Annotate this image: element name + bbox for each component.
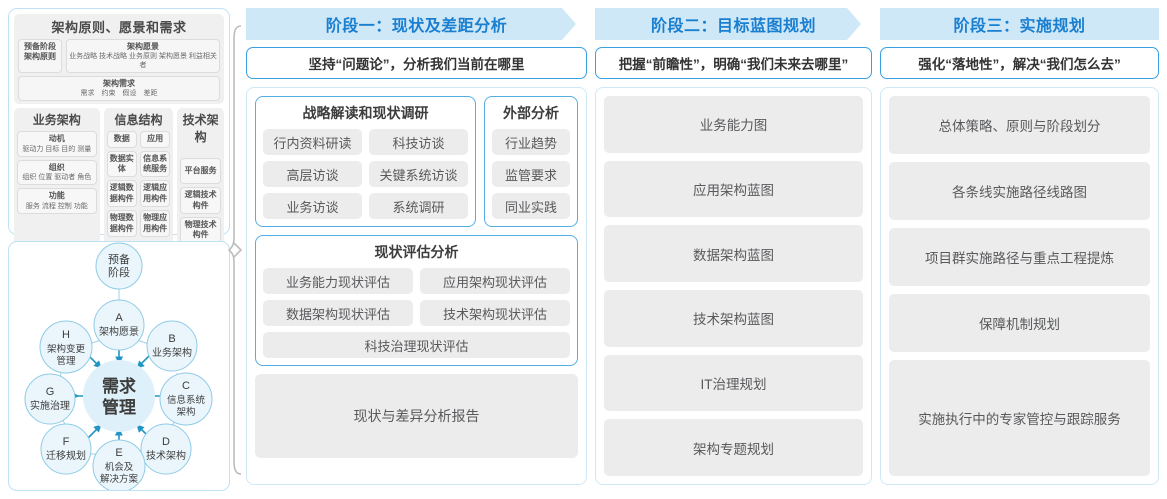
adm-cycle-card: 需求 管理 预备 阶段 A 架构愿景 B 业务架构 C 信息系统 架构 D 技术…	[8, 241, 230, 491]
svg-text:机会及: 机会及	[105, 461, 134, 473]
prep-phase-chip: 预备阶段 架构原则	[18, 39, 62, 74]
list-item[interactable]: 总体策略、原则与阶段划分	[889, 96, 1150, 154]
adm-center-line2: 管理	[102, 397, 136, 417]
svg-text:信息系统: 信息系统	[167, 394, 206, 406]
svg-text:预备: 预备	[108, 252, 130, 266]
adm-node-b	[146, 320, 198, 372]
phase-3: 阶段三：实施规划 强化“落地性”，解决“我们怎么去” 总体策略、原则与阶段划分 …	[880, 8, 1159, 491]
list-item[interactable]: 业务能力现状评估	[263, 268, 413, 294]
function-block: 功能 服务 流程 控制 功能	[17, 188, 97, 214]
left-panel: 架构原则、愿景和需求 预备阶段 架构原则 架构愿景 业务战略 技术战略 业务原则…	[8, 8, 230, 491]
list-item[interactable]: 行内资料研读	[263, 129, 362, 155]
phase-1-banner-label: 阶段一：现状及差距分析	[325, 18, 508, 35]
list-item[interactable]: 技术架构现状评估	[420, 300, 570, 326]
svg-text:架构变更: 架构变更	[47, 343, 86, 355]
technology-architecture-column: 技术架构 平台服务 逻辑技术构件 物理技术构件	[177, 108, 224, 247]
list-item[interactable]: 同业实践	[492, 193, 570, 219]
list-item[interactable]: 行业趋势	[492, 129, 570, 155]
list-item[interactable]: 监管要求	[492, 161, 570, 187]
list-item[interactable]: 系统调研	[369, 193, 468, 219]
adm-node-c	[159, 372, 213, 426]
motivation-block: 动机 驱动力 目标 目的 测量	[17, 131, 97, 157]
phase-2-banner: 阶段二：目标蓝图规划	[595, 8, 873, 40]
phase-1-banner: 阶段一：现状及差距分析	[246, 8, 588, 40]
organization-block: 组织 组织 位置 驱动者 角色	[17, 159, 97, 186]
list-item[interactable]: 高层访谈	[263, 161, 362, 187]
list-item[interactable]: 科技访谈	[369, 129, 468, 155]
adm-node-a	[93, 299, 145, 351]
phase-2-subtitle: 把握“前瞻性”，明确“我们未来去哪里”	[595, 47, 872, 79]
list-item[interactable]: 实施执行中的专家管控与跟踪服务	[889, 360, 1150, 476]
list-item[interactable]: 应用架构现状评估	[420, 268, 570, 294]
framework-header-title: 架构原则、愿景和需求	[51, 20, 187, 35]
svg-text:G: G	[46, 386, 55, 398]
svg-text:B: B	[168, 333, 175, 345]
phase-1-subtitle: 坚持“问题论”，分析我们当前在哪里	[246, 47, 587, 79]
phase-3-body: 总体策略、原则与阶段划分 各条线实施路径线路图 项目群实施路径与重点工程提炼 保…	[880, 87, 1159, 485]
phase-3-banner-label: 阶段三：实施规划	[953, 18, 1086, 35]
list-item[interactable]: 科技治理现状评估	[263, 332, 570, 358]
adm-node-prep	[95, 242, 143, 290]
group-strategy-research: 战略解读和现状调研 行内资料研读 科技访谈 高层访谈 关键系统访谈	[255, 96, 476, 227]
brace-connector	[227, 24, 246, 476]
list-item[interactable]: 项目群实施路径与重点工程提炼	[889, 228, 1150, 286]
group-external-analysis: 外部分析 行业趋势 监管要求 同业实践	[484, 96, 578, 227]
chevron-right-icon	[847, 8, 873, 40]
phase-columns: 阶段一：现状及差距分析 坚持“问题论”，分析我们当前在哪里 战略解读和现状调研 …	[246, 8, 1159, 491]
svg-text:架构愿景: 架构愿景	[99, 325, 139, 338]
svg-text:业务架构: 业务架构	[152, 346, 192, 359]
phase-2: 阶段二：目标蓝图规划 把握“前瞻性”，明确“我们未来去哪里” 业务能力图 应用架…	[595, 8, 873, 491]
phase-2-banner-label: 阶段二：目标蓝图规划	[650, 18, 816, 35]
phase-1: 阶段一：现状及差距分析 坚持“问题论”，分析我们当前在哪里 战略解读和现状调研 …	[246, 8, 588, 491]
list-item[interactable]: 各条线实施路径线路图	[889, 162, 1150, 220]
svg-text:架构: 架构	[176, 406, 195, 418]
svg-text:实施治理: 实施治理	[30, 399, 70, 412]
svg-text:D: D	[162, 436, 170, 448]
adm-center-circle	[83, 360, 155, 432]
list-item[interactable]: 数据架构现状评估	[263, 300, 413, 326]
phase-2-body: 业务能力图 应用架构蓝图 数据架构蓝图 技术架构蓝图 IT治理规划 架构专题规划	[595, 87, 872, 485]
list-item[interactable]: 架构专题规划	[604, 419, 863, 477]
list-item[interactable]: 关键系统访谈	[369, 161, 468, 187]
svg-text:迁移规划: 迁移规划	[46, 449, 86, 462]
svg-text:阶段: 阶段	[108, 265, 130, 279]
architecture-vision-chip: 架构愿景 业务战略 技术战略 业务原则 架构愿景 利益相关者	[66, 39, 220, 74]
phase-1-report-tile[interactable]: 现状与差异分析报告	[255, 374, 578, 458]
adm-node-e	[92, 439, 146, 490]
business-architecture-column: 业务架构 动机 驱动力 目标 目的 测量 组织 组织 位置 驱动者 角色 功能	[14, 108, 100, 247]
svg-text:F: F	[63, 436, 70, 448]
adm-cycle-svg: 需求 管理 预备 阶段 A 架构愿景 B 业务架构 C 信息系统 架构 D 技术…	[24, 242, 213, 490]
application-subcolumn: 应用 信息系统服务 逻辑应用构件 物理应用构件	[139, 131, 171, 238]
architecture-requirements-chip: 架构需求 需求 约束 假设 差距	[18, 76, 220, 102]
phase-3-subtitle: 强化“落地性”，解决“我们怎么去”	[880, 47, 1159, 79]
togaf-framework-card: 架构原则、愿景和需求 预备阶段 架构原则 架构愿景 业务战略 技术战略 业务原则…	[8, 8, 230, 292]
list-item[interactable]: 保障机制规划	[889, 294, 1150, 352]
list-item[interactable]: 技术架构蓝图	[604, 290, 863, 347]
adm-node-f	[40, 423, 92, 475]
architecture-principles-section: 架构原则、愿景和需求 预备阶段 架构原则 架构愿景 业务战略 技术战略 业务原则…	[14, 14, 224, 105]
svg-text:A: A	[115, 312, 123, 324]
group-current-state-assessment: 现状评估分析 业务能力现状评估 应用架构现状评估 数据架构现状评估 技术架构现状…	[255, 235, 578, 366]
phase-3-banner: 阶段三：实施规划	[880, 8, 1159, 40]
adm-node-g	[24, 373, 76, 425]
adm-center-line1: 需求	[102, 376, 136, 396]
adm-node-d	[140, 423, 192, 475]
svg-text:E: E	[115, 447, 122, 459]
phase-1-body: 战略解读和现状调研 行内资料研读 科技访谈 高层访谈 关键系统访谈	[246, 87, 587, 485]
svg-text:技术架构: 技术架构	[146, 449, 186, 462]
list-item[interactable]: 数据架构蓝图	[604, 225, 863, 283]
svg-text:管理: 管理	[56, 355, 76, 367]
information-structure-column: 信息结构 数据 数据实体 逻辑数据构件 物理数据构件 应用 信息系统服务 逻辑应…	[103, 108, 174, 247]
list-item[interactable]: 业务能力图	[604, 96, 863, 153]
adm-node-h	[39, 320, 93, 374]
list-item[interactable]: 业务访谈	[263, 193, 362, 219]
svg-text:C: C	[182, 380, 190, 392]
chevron-right-icon	[562, 8, 588, 40]
list-item[interactable]: 应用架构蓝图	[604, 160, 863, 218]
data-subcolumn: 数据 数据实体 逻辑数据构件 物理数据构件	[106, 131, 137, 238]
list-item[interactable]: IT治理规划	[604, 354, 863, 412]
framework-domain-columns: 业务架构 动机 驱动力 目标 目的 测量 组织 组织 位置 驱动者 角色 功能	[14, 108, 224, 247]
svg-text:解决方案: 解决方案	[100, 473, 139, 485]
svg-text:H: H	[62, 329, 70, 341]
